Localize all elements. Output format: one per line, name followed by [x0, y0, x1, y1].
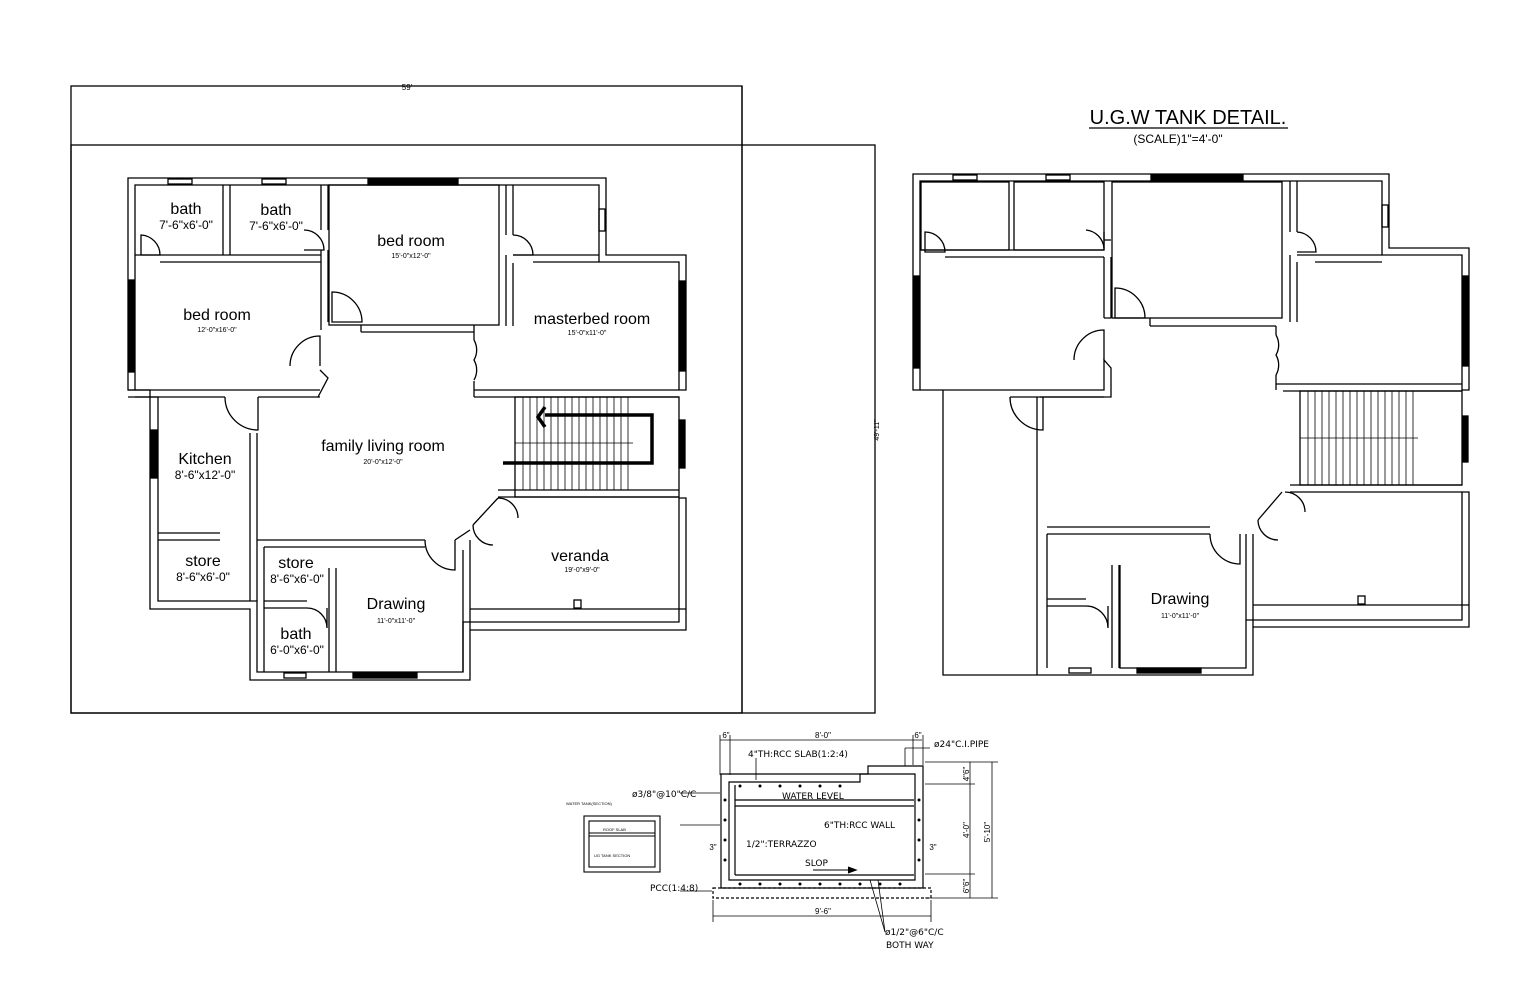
room-size: 15'-0"x12'-0"	[391, 253, 431, 260]
tank-total-height: 5'-10"	[983, 822, 992, 843]
mini-caption: WATER TANK(SECTION)	[566, 801, 613, 806]
tank-base-width: 9'-6"	[815, 907, 831, 916]
room-size: 6'-0"x6'-0"	[270, 643, 324, 657]
scale-note: (SCALE)1"=4'-0"	[1133, 132, 1222, 146]
room-size: 8'-6"x12'-0"	[175, 468, 235, 482]
tank-wall-left-dim: 6"	[722, 731, 729, 740]
pcc-base	[712, 887, 932, 899]
room-label: Kitchen	[178, 451, 231, 468]
mini-line2: UG TANK SECTION	[594, 853, 630, 858]
room-size: 11'-0"x11'-0"	[1161, 613, 1200, 620]
room-size: 15'-0"x11'-0"	[568, 330, 607, 337]
room-size: 11'-0"x11'-0"	[377, 618, 416, 625]
room-label: family living room	[321, 438, 445, 455]
room-size: 8'-6"x6'-0"	[270, 572, 324, 586]
room-size: 7'-6"x6'-0"	[159, 218, 213, 232]
mini-line1: ROOF SLAB	[603, 827, 626, 832]
room-label: store	[185, 553, 221, 570]
mini-tank-section	[583, 815, 661, 873]
floor-plan-1	[70, 85, 876, 714]
tank-slab-note: 4"TH:RCC SLAB(1:2:4)	[748, 750, 848, 760]
tank-cover-right: 3"	[929, 843, 936, 852]
tank-inner-height: 4'-0"	[962, 822, 971, 838]
room-size: 20'-0"x12'-0"	[363, 459, 403, 466]
plan1-width-dim: 59'	[402, 83, 413, 92]
tank-reinf-top: ø3/8"@10"C/C	[632, 790, 696, 800]
tank-detail-title: U.G.W TANK DETAIL.	[1090, 107, 1287, 129]
tank-slope-note: SLOP	[805, 859, 828, 869]
plot-outline-inner	[70, 144, 876, 714]
tank-terrazzo-note: 1/2":TERRAZZO	[746, 840, 817, 850]
rebar-dots	[723, 784, 921, 886]
room-label: Drawing	[1151, 591, 1210, 608]
room-label: veranda	[551, 548, 609, 565]
tank-cover-left: 3"	[709, 843, 716, 852]
tank-base-height: 6"6"	[962, 879, 971, 894]
room-size: 19'-0"x9'-0"	[564, 567, 600, 574]
tank-water-level: WATER LEVEL	[782, 792, 844, 802]
room-size: 8'-6"x6'-0"	[176, 570, 230, 584]
tank-top-width-dim: 8'-0"	[815, 731, 831, 740]
plan1-room-labels: bath 7'-6"x6'-0" bath 7'-6"x6'-0" bed ro…	[159, 201, 650, 657]
room-label: Drawing	[367, 596, 426, 613]
tank-wall-right-dim: 6"	[914, 731, 921, 740]
tank-section	[680, 735, 998, 933]
floor-plan-2	[912, 173, 1470, 676]
room-label: bath	[260, 202, 291, 219]
stair-treads-2	[1300, 391, 1418, 485]
room-size: 12'-0"x16'-0"	[197, 327, 237, 334]
room-label: bed room	[183, 307, 251, 324]
tank-wall-note: 6"TH:RCC WALL	[824, 821, 895, 831]
tank-slab-height: 4"6"	[962, 767, 971, 782]
room-label: bed room	[377, 233, 445, 250]
tank-both-way: BOTH WAY	[886, 941, 934, 951]
room-label: bath	[280, 626, 311, 643]
room-label: bath	[170, 201, 201, 218]
tank-pipe-note: ø24"C.I.PIPE	[934, 740, 989, 750]
stair-treads-1	[515, 397, 633, 490]
tank-pcc-note: PCC(1:4:8)	[650, 884, 698, 894]
room-label: masterbed room	[534, 311, 651, 328]
room-label: store	[278, 555, 314, 572]
plan1-depth-dim: 49'-11"	[874, 419, 881, 441]
room-size: 7'-6"x6'-0"	[249, 219, 303, 233]
tank-reinf-base: ø1/2"@6"C/C	[885, 928, 944, 938]
